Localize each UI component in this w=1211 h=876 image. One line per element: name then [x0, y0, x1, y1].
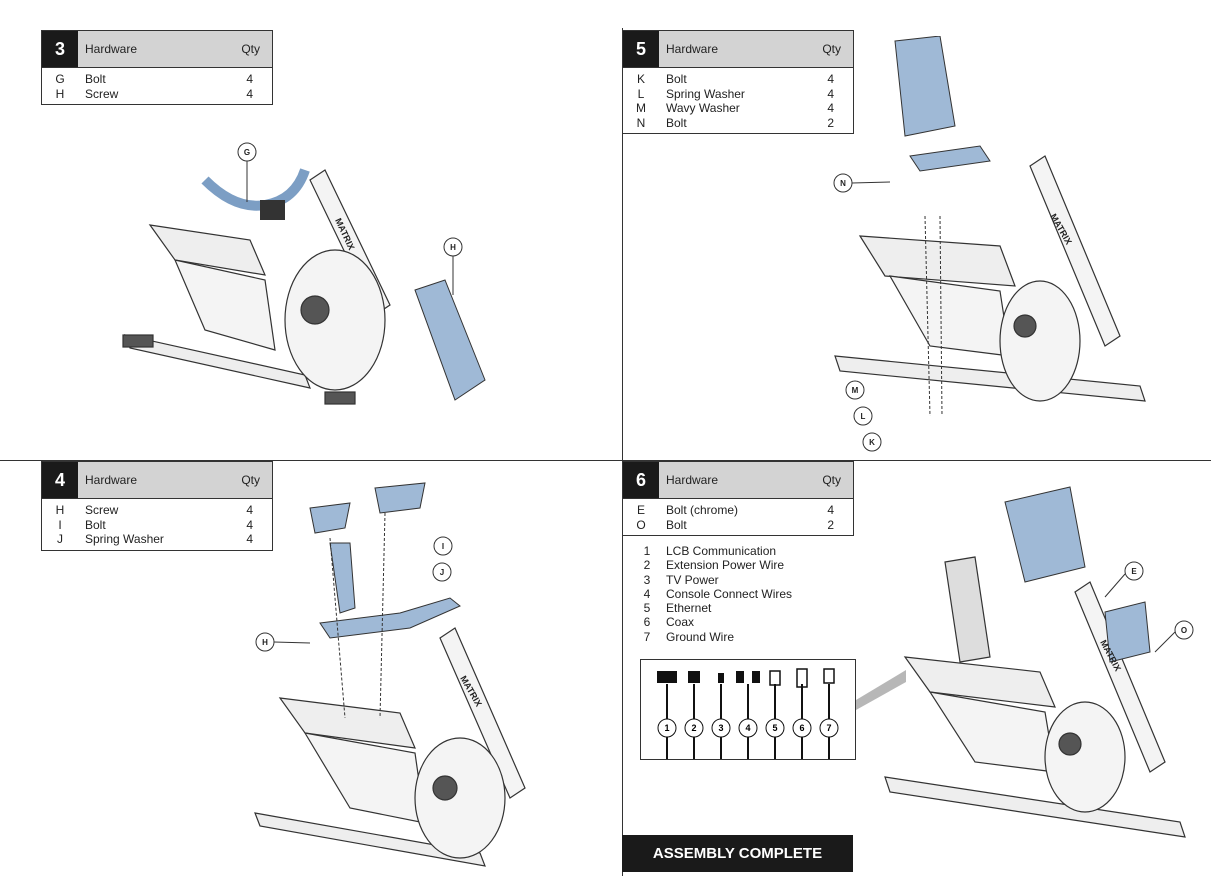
- hardware-table-header: 4 Hardware Qty: [42, 462, 272, 499]
- qty-header: Qty: [241, 473, 260, 487]
- wire-number-badge: [657, 718, 677, 738]
- wire-number-label: 1: [664, 723, 669, 733]
- qty-header: Qty: [822, 473, 841, 487]
- qty-header: Qty: [822, 42, 841, 56]
- svg-text:M: M: [852, 386, 859, 395]
- hardware-title: Hardware: [666, 42, 719, 56]
- svg-text:O: O: [1181, 626, 1187, 635]
- svg-text:K: K: [869, 438, 875, 447]
- step-number: 6: [623, 462, 659, 498]
- svg-text:H: H: [450, 243, 456, 252]
- wire-number-badge: [792, 718, 812, 738]
- wire-connector-diagram: 1 2 3 4 5 6 7: [640, 659, 856, 760]
- step-4-bike-illustration: MATRIX I J H: [254, 482, 526, 867]
- wire-number-badge: [765, 718, 785, 738]
- wire-number-label: 4: [745, 723, 750, 733]
- hardware-title: Hardware: [85, 42, 138, 56]
- wire-number-label: 7: [826, 723, 831, 733]
- vertical-divider: [622, 28, 623, 876]
- wire-number-label: 5: [772, 723, 777, 733]
- svg-text:I: I: [442, 542, 444, 551]
- hardware-title: Hardware: [666, 473, 719, 487]
- step-6-bike-illustration: MATRIX E O: [884, 486, 1194, 838]
- qty-header: Qty: [241, 42, 260, 56]
- svg-text:J: J: [440, 568, 444, 577]
- wire-number-badge: [684, 718, 704, 738]
- assembly-complete-banner: ASSEMBLY COMPLETE: [622, 835, 853, 872]
- wire-number-label: 3: [718, 723, 723, 733]
- svg-text:G: G: [244, 148, 250, 157]
- horizontal-divider: [0, 460, 1211, 461]
- console-pointer: [856, 670, 906, 710]
- wire-number-badge: [711, 718, 731, 738]
- step-3-bike-illustration: MATRIX G H: [122, 142, 486, 405]
- svg-text:E: E: [1131, 567, 1137, 576]
- hardware-table-header: 6 Hardware Qty: [623, 462, 853, 499]
- step-number: 3: [42, 31, 78, 67]
- svg-text:L: L: [861, 412, 866, 421]
- svg-text:N: N: [840, 179, 846, 188]
- svg-text:H: H: [262, 638, 268, 647]
- wire-number-label: 2: [691, 723, 696, 733]
- step-5-bike-illustration: MATRIX N M L K: [833, 36, 1146, 452]
- wire-number-badge: [819, 718, 839, 738]
- hardware-table-header: 3 Hardware Qty: [42, 31, 272, 68]
- step-number: 4: [42, 462, 78, 498]
- wire-number-badge: [738, 718, 758, 738]
- hardware-table-header: 5 Hardware Qty: [623, 31, 853, 68]
- wire-number-label: 6: [799, 723, 804, 733]
- step-number: 5: [623, 31, 659, 67]
- hardware-title: Hardware: [85, 473, 138, 487]
